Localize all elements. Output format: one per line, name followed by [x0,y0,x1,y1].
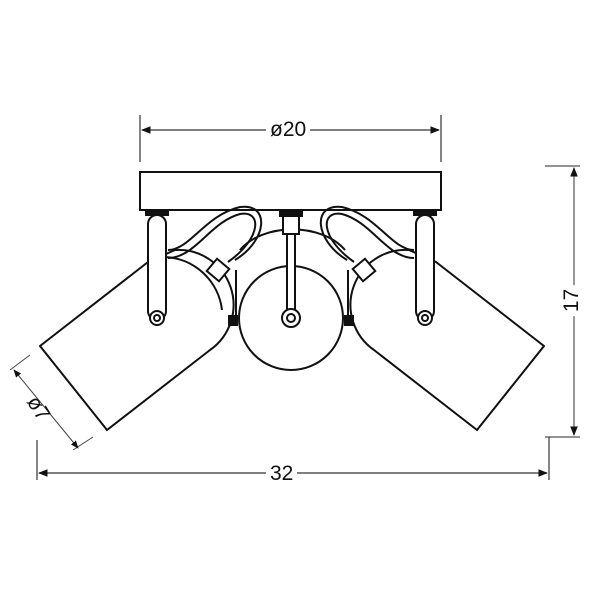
dimension-shade-diameter [9,354,94,451]
label-canopy-diameter: ø20 [266,119,311,140]
label-total-width: 32 [266,463,298,484]
canopy [139,171,442,217]
spot-left [38,214,235,432]
spot-right [349,214,546,432]
spot-center [228,215,354,371]
cable-loops [167,205,415,283]
label-total-height: 17 [560,284,583,317]
